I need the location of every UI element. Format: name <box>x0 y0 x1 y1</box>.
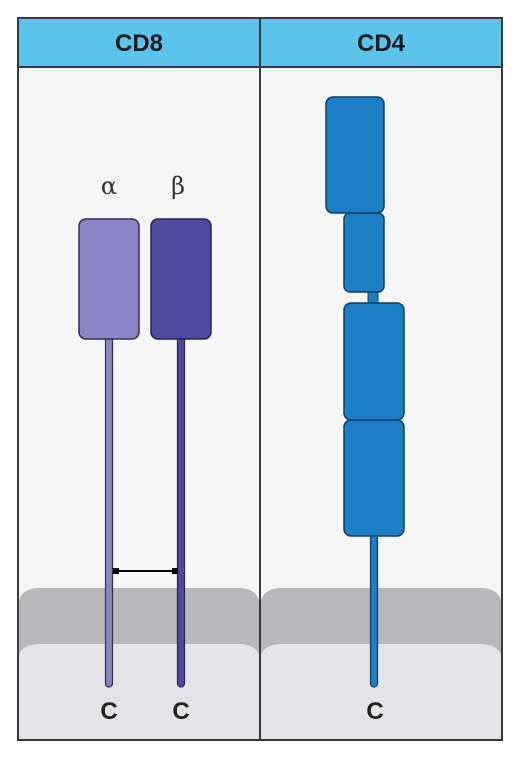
cd4-d4-domain <box>343 419 405 537</box>
cd8-beta-stalk <box>176 334 186 688</box>
cd4-header-label: CD4 <box>357 30 406 57</box>
cd4-membrane-inner <box>260 644 502 740</box>
cd4-stalk <box>369 529 379 688</box>
cd8-disulfide-end-right <box>172 568 178 574</box>
cd8-beta-c-terminus: C <box>172 698 189 725</box>
cd8-header-label: CD8 <box>115 30 163 57</box>
cd8-alpha-c-terminus: C <box>100 698 117 725</box>
cd4-d2-domain <box>343 212 385 293</box>
cd8-header-bg <box>18 18 260 67</box>
cd8-beta-ig-domain <box>150 218 212 340</box>
cd8-alpha-label: α <box>101 172 117 200</box>
cd8-alpha-ig-domain <box>78 218 140 340</box>
cd8-beta-label: β <box>171 172 185 200</box>
cd4-d3-domain <box>343 302 405 421</box>
cd4-c-terminus: C <box>366 698 383 725</box>
cd4-d1-domain <box>325 96 385 214</box>
cd8-disulfide-end-left <box>113 568 119 574</box>
cd8-membrane-inner <box>18 644 260 740</box>
cd8-alpha-stalk <box>104 334 114 688</box>
cd4-header-bg <box>260 18 502 67</box>
